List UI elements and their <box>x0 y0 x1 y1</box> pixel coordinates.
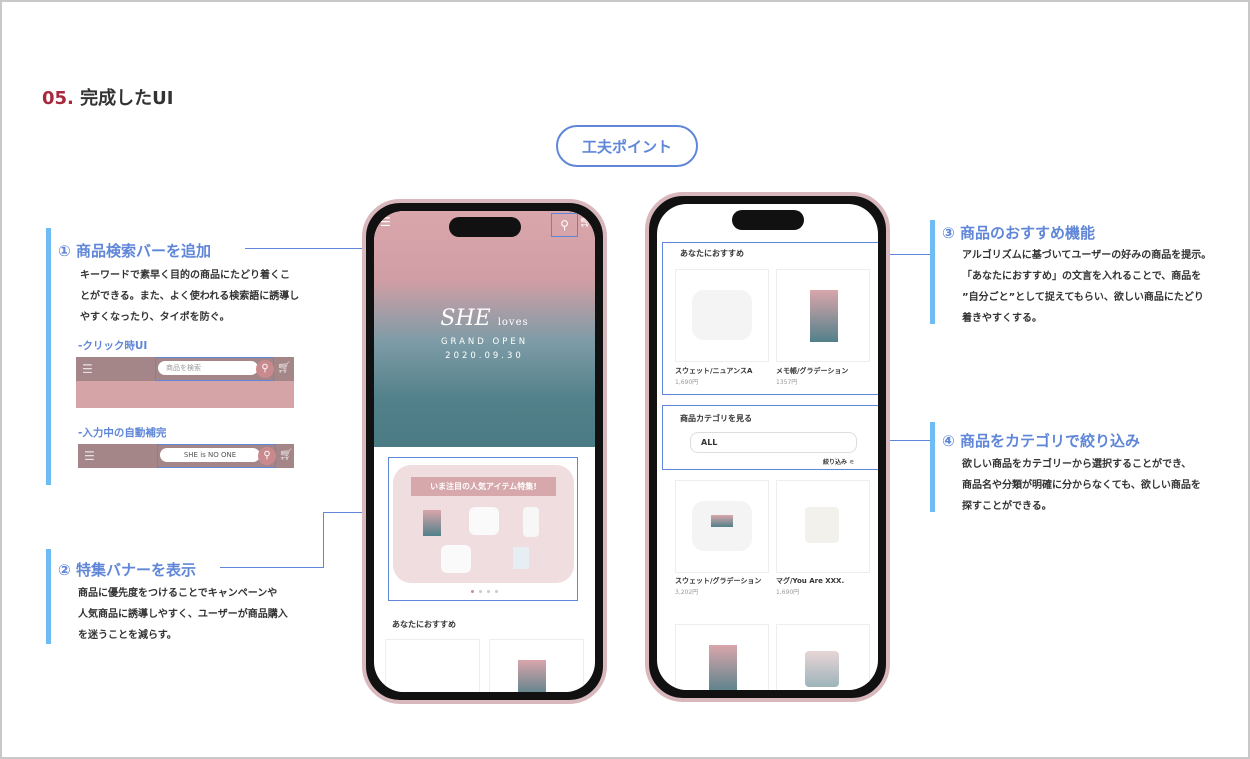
product-price: 1357円 <box>776 379 798 386</box>
product-image <box>523 507 539 537</box>
connector-line <box>323 512 324 568</box>
product-image <box>469 507 499 535</box>
point-3-title: ③ 商品のおすすめ機能 <box>942 224 1095 242</box>
recommend-heading: あなたにおすすめ <box>680 249 744 258</box>
product-name[interactable]: スウェット/グラデーション <box>675 577 762 585</box>
connector-line <box>880 440 930 441</box>
page-title: 05. 完成したUI <box>42 84 174 110</box>
product-image <box>423 510 441 536</box>
product-image <box>441 545 471 573</box>
product-card[interactable] <box>776 269 870 362</box>
product-card[interactable] <box>675 269 769 362</box>
cart-icon[interactable]: 🛒︎ <box>277 361 291 374</box>
point-1-desc: キーワードで素早く目的の商品にたどり着くことができる。また、よく使われる検索語に… <box>80 270 300 323</box>
filter-button[interactable]: 絞り込み ⚟ <box>823 459 855 466</box>
section-number: 05. <box>42 88 74 109</box>
recommend-heading: あなたにおすすめ <box>392 620 456 629</box>
recommend-section: あなたにおすすめ スウェット/ニュアンスA 1,690円 メモ帳/グラデーション… <box>662 242 878 395</box>
search-icon[interactable]: ⚲ <box>551 213 578 237</box>
menu-icon: ☰ <box>82 362 93 376</box>
product-card[interactable] <box>675 624 769 690</box>
hero-banner[interactable]: SHE loves GRAND OPEN 2020.09.30 <box>374 211 595 447</box>
points-badge: 工夫ポイント <box>556 125 698 167</box>
product-price: 1,690円 <box>776 589 800 596</box>
section-title: 完成したUI <box>80 88 174 109</box>
point-accent-bar <box>46 549 51 644</box>
category-section: 商品カテゴリを見る ALL 絞り込み ⚟ <box>662 405 878 470</box>
category-heading: 商品カテゴリを見る <box>680 414 752 423</box>
product-name[interactable]: スウェット/ニュアンスA <box>675 367 753 375</box>
point-4-title: ④ 商品をカテゴリで絞り込み <box>942 432 1140 450</box>
search-icon[interactable]: ⚲ <box>258 447 276 465</box>
phone-home-screen: SHE loves GRAND OPEN 2020.09.30 ☰ ⚲ 🛒︎ い… <box>362 199 607 704</box>
menu-icon[interactable]: ☰ <box>380 215 391 229</box>
product-name[interactable]: メモ帳/グラデーション <box>776 367 849 375</box>
search-input[interactable]: SHE is NO ONE <box>160 448 260 462</box>
search-icon[interactable]: ⚲ <box>256 360 274 378</box>
connector-line <box>880 254 930 255</box>
click-ui-label: -クリック時UI <box>78 340 148 352</box>
cart-icon[interactable]: 🛒︎ <box>579 215 593 228</box>
product-card[interactable] <box>776 624 870 690</box>
product-image <box>513 547 529 569</box>
product-card[interactable] <box>675 480 769 573</box>
banner-title: いま注目の人気アイテム特集! <box>411 477 556 496</box>
point-1-title: ① 商品検索バーを追加 <box>58 242 211 260</box>
filter-icon: ⚟ <box>849 459 855 466</box>
product-card[interactable] <box>385 639 480 692</box>
point-4-desc: 欲しい商品をカテゴリーから選択することができ、商品名や分類が明確に分からなくても… <box>962 459 1201 512</box>
point-2-desc: 商品に優先度をつけることでキャンペーンや人気商品に誘導しやすく、ユーザーが商品購… <box>78 588 288 641</box>
point-2-title: ② 特集バナーを表示 <box>58 561 196 579</box>
click-ui-preview: ☰ 商品を検索 ⚲ 🛒︎ <box>76 357 294 408</box>
product-card[interactable] <box>489 639 584 692</box>
brand-logo: SHE loves <box>440 306 529 331</box>
connector-line <box>220 567 324 568</box>
banner-pagination[interactable] <box>471 590 498 593</box>
product-card[interactable] <box>776 480 870 573</box>
hero-date: 2020.09.30 <box>445 351 524 361</box>
autocomplete-preview: ☰ SHE is NO ONE ⚲ 🛒︎ <box>78 444 294 468</box>
search-input[interactable]: 商品を検索 <box>158 361 258 375</box>
point-3-desc: アルゴリズムに基づいてユーザーの好みの商品を提示。「あなたにおすすめ」の文言を入… <box>962 250 1212 324</box>
point-accent-bar <box>930 220 935 324</box>
point-accent-bar <box>930 422 935 512</box>
feature-banner[interactable]: いま注目の人気アイテム特集! <box>388 457 578 601</box>
product-price: 3,202円 <box>675 589 699 596</box>
hero-headline: GRAND OPEN <box>440 337 529 347</box>
category-select[interactable]: ALL <box>690 432 857 453</box>
phone-list-screen: あなたにおすすめ スウェット/ニュアンスA 1,690円 メモ帳/グラデーション… <box>645 192 890 702</box>
point-accent-bar <box>46 228 51 485</box>
product-name[interactable]: マグ/You Are XXX. <box>776 577 845 585</box>
connector-line <box>323 512 389 513</box>
menu-icon: ☰ <box>84 449 95 463</box>
cart-icon[interactable]: 🛒︎ <box>279 448 293 461</box>
autocomplete-label: -入力中の自動補完 <box>78 427 167 439</box>
product-price: 1,690円 <box>675 379 699 386</box>
